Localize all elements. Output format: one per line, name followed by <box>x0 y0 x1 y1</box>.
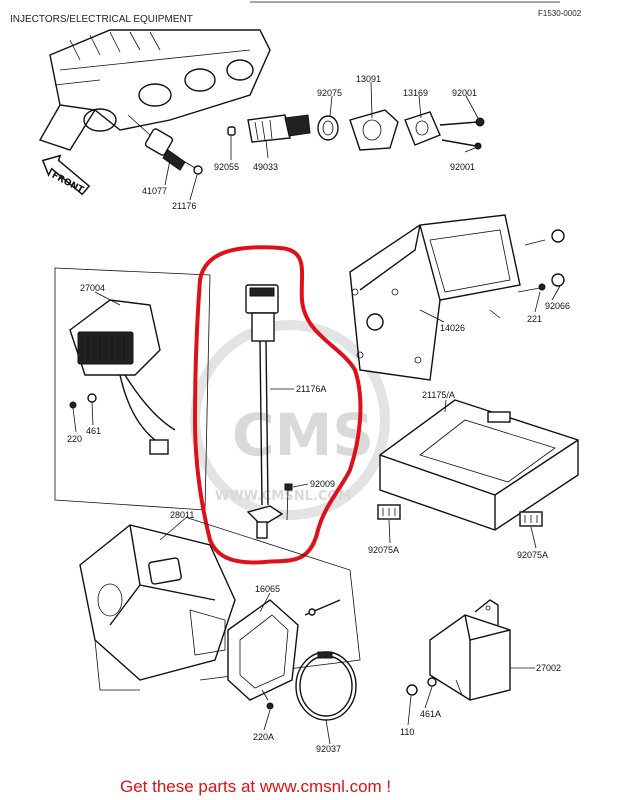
part-13091[interactable]: 13091 <box>356 74 381 84</box>
clamp-drawing <box>295 599 357 721</box>
flange-drawing <box>227 599 299 710</box>
highlight-outline <box>193 245 363 565</box>
leader-lines <box>72 81 561 745</box>
electrical-cover-drawing <box>349 214 565 381</box>
footer-link[interactable]: Get these parts at www.cmsnl.com ! <box>120 777 391 796</box>
part-49033[interactable]: 49033 <box>253 162 278 172</box>
ecu-drawing <box>377 399 579 531</box>
figure-code: F1530-0002 <box>538 9 582 18</box>
intake-manifold-drawing <box>38 29 271 151</box>
part-21176[interactable]: 21176 <box>172 201 196 211</box>
watermark: CMS WWW.CMSNL.COM <box>190 320 390 520</box>
part-92066[interactable]: 92066 <box>545 301 570 311</box>
relay-27002-drawing <box>406 599 511 701</box>
part-220a[interactable]: 220A <box>253 732 274 742</box>
part-16065[interactable]: 16065 <box>255 584 280 594</box>
regulator-drawing <box>69 299 176 455</box>
part-92001-top[interactable]: 92001 <box>452 88 477 98</box>
part-461a[interactable]: 461A <box>420 709 441 719</box>
part-41077[interactable]: 41077 <box>142 186 167 196</box>
part-110[interactable]: 110 <box>400 727 414 737</box>
part-221[interactable]: 221 <box>527 314 542 324</box>
sensor-21176a-drawing <box>245 284 293 539</box>
temperature-sensor-drawing <box>127 114 203 175</box>
part-92075a-right[interactable]: 92075A <box>517 550 548 560</box>
watermark-url: WWW.CMSNL.COM <box>215 489 351 504</box>
part-92009[interactable]: 92009 <box>310 479 335 489</box>
page-title: INJECTORS/ELECTRICAL EQUIPMENT <box>10 14 193 25</box>
part-92075a-left[interactable]: 92075A <box>368 545 399 555</box>
part-220[interactable]: 220 <box>67 434 82 444</box>
watermark-brand: CMS <box>232 401 374 469</box>
part-13169[interactable]: 13169 <box>403 88 428 98</box>
part-27004[interactable]: 27004 <box>80 283 105 293</box>
part-92055[interactable]: 92055 <box>214 162 239 172</box>
part-461[interactable]: 461 <box>86 426 101 436</box>
part-92037[interactable]: 92037 <box>316 744 341 754</box>
part-21175a[interactable]: 21175/A <box>422 390 455 400</box>
part-92001-bottom[interactable]: 92001 <box>450 162 475 172</box>
part-28011[interactable]: 28011 <box>170 510 194 520</box>
injector-sensor-assembly <box>227 109 485 151</box>
part-14026[interactable]: 14026 <box>440 323 465 333</box>
part-27002[interactable]: 27002 <box>536 663 561 673</box>
part-21176a[interactable]: 21176A <box>296 384 326 394</box>
front-arrow: FRONT <box>41 154 91 196</box>
throttle-body-drawing <box>79 524 236 691</box>
part-92075[interactable]: 92075 <box>317 88 342 98</box>
part-labels: 92075 13091 13169 92001 92001 92055 4903… <box>67 74 570 754</box>
